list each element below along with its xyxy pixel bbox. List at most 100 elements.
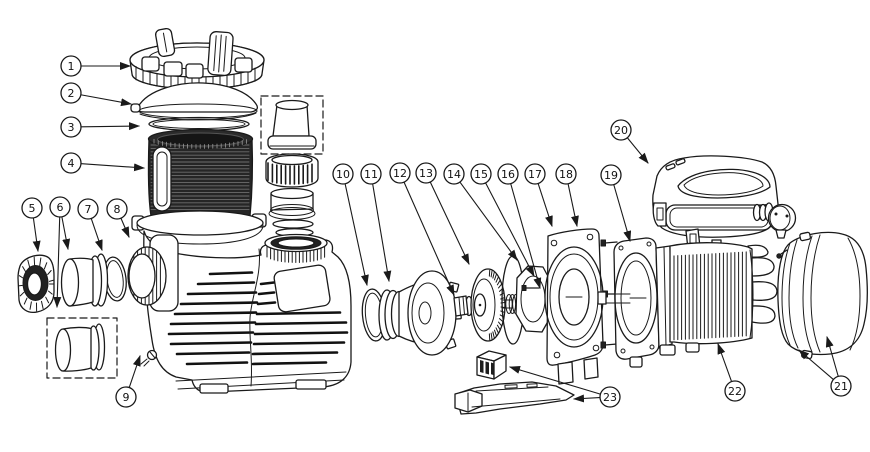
callout-number-19: 19 <box>604 169 618 182</box>
lid-oring <box>148 116 250 132</box>
callout-circle-16 <box>497 163 519 185</box>
callout-9: 9 <box>115 355 141 408</box>
callout-3: 3 <box>60 116 140 138</box>
callout-14: 14 <box>443 163 518 261</box>
lid-cover <box>130 82 258 121</box>
callout-number-4: 4 <box>68 157 75 170</box>
callout-16: 16 <box>497 163 542 289</box>
pump-housing <box>140 230 352 394</box>
callout-circle-11 <box>360 163 382 185</box>
callout-circle-10 <box>332 163 354 185</box>
callout-number-10: 10 <box>336 168 350 181</box>
callout-number-20: 20 <box>614 124 628 137</box>
callout-circle-23 <box>599 386 621 408</box>
discharge-parts <box>260 95 328 263</box>
callout-number-15: 15 <box>474 168 488 181</box>
callout-11: 11 <box>360 163 392 282</box>
impeller <box>470 268 506 342</box>
inlet-threaded-port <box>127 246 167 306</box>
callout-2: 2 <box>60 82 132 107</box>
callout-circle-8 <box>106 198 128 220</box>
callout-number-22: 22 <box>728 385 742 398</box>
callout-circle-17 <box>524 163 546 185</box>
callout-13: 13 <box>415 162 470 265</box>
callout-17: 17 <box>524 163 553 227</box>
fan-cover <box>776 231 868 360</box>
callout-circle-2 <box>60 82 82 104</box>
callout-circle-5 <box>21 197 43 219</box>
callout-circle-22 <box>724 380 746 402</box>
callout-number-1: 1 <box>68 60 75 73</box>
callout-23: 23 <box>509 366 621 408</box>
callout-circle-19 <box>600 164 622 186</box>
callout-number-5: 5 <box>29 202 36 215</box>
callout-circle-18 <box>555 163 577 185</box>
callout-8: 8 <box>106 198 130 238</box>
callout-20: 20 <box>610 119 649 164</box>
callout-10: 10 <box>332 163 369 286</box>
callout-21: 21 <box>798 336 852 397</box>
callout-number-9: 9 <box>123 391 130 404</box>
lid-handle-tab <box>155 27 176 58</box>
callout-circle-4 <box>60 152 82 174</box>
union-nut <box>17 254 55 314</box>
mounting-base <box>454 381 575 415</box>
impeller-nut <box>453 295 474 317</box>
callout-number-16: 16 <box>501 168 515 181</box>
callout-number-6: 6 <box>57 201 64 214</box>
cover-screw <box>776 249 788 259</box>
callout-5: 5 <box>21 197 43 252</box>
motor <box>655 228 778 356</box>
callout-circle-7 <box>77 198 99 220</box>
callout-circle-6 <box>49 196 71 218</box>
timer-knob <box>752 202 797 239</box>
impeller-assembly <box>361 228 620 385</box>
nameplate-label <box>273 264 331 313</box>
motor-flange <box>597 237 660 368</box>
control-box <box>652 155 797 239</box>
callout-number-3: 3 <box>68 121 75 134</box>
spare-adapter-box <box>46 317 118 379</box>
discharge-union-nut <box>265 153 319 188</box>
callout-circle-21 <box>830 375 852 397</box>
lid-lock-ring <box>129 27 265 90</box>
callout-number-23: 23 <box>603 391 617 404</box>
support-block <box>476 350 507 380</box>
discharge-pipe-stub <box>268 187 316 220</box>
callout-circle-1 <box>60 55 82 77</box>
inlet-parts <box>17 234 179 379</box>
callout-7: 7 <box>77 198 103 251</box>
pipe-adapter <box>60 253 109 307</box>
diffuser <box>398 270 462 356</box>
callout-circle-13 <box>415 162 437 184</box>
drain-plug-screw <box>140 349 158 367</box>
callout-number-7: 7 <box>85 203 92 216</box>
strainer-pot-rim <box>131 210 267 245</box>
callout-number-21: 21 <box>834 380 848 393</box>
callout-22: 22 <box>717 343 746 402</box>
discharge-threaded-port <box>264 233 328 263</box>
callout-6: 6 <box>49 196 71 308</box>
callout-12: 12 <box>389 162 455 296</box>
callout-circle-14 <box>443 163 465 185</box>
callout-19: 19 <box>600 164 632 242</box>
seal-plate <box>544 228 604 385</box>
motor-fan-blades <box>747 244 778 324</box>
callout-number-11: 11 <box>364 168 378 181</box>
strainer-basket <box>147 128 254 217</box>
callout-number-12: 12 <box>393 167 407 180</box>
spare-fitting-box <box>260 95 324 155</box>
callout-number-17: 17 <box>528 168 542 181</box>
callout-circle-20 <box>610 119 632 141</box>
callout-circle-9 <box>115 386 137 408</box>
lid-handle-knob <box>207 31 234 77</box>
callout-number-18: 18 <box>559 168 573 181</box>
callout-1: 1 <box>60 55 131 77</box>
callout-circle-3 <box>60 116 82 138</box>
callout-circle-15 <box>470 163 492 185</box>
callout-18: 18 <box>555 163 579 227</box>
callout-number-2: 2 <box>68 87 75 100</box>
callout-number-13: 13 <box>419 167 433 180</box>
